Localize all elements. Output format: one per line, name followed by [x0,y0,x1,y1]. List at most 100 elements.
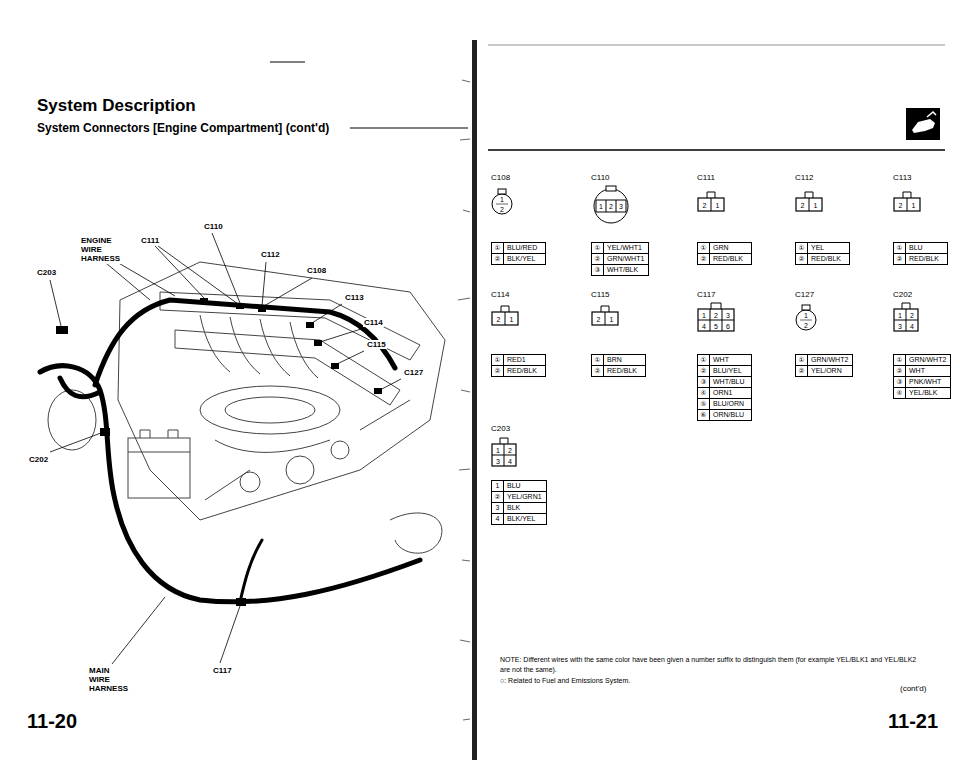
pin-number: 1 [510,315,514,322]
connector-outline-svg [491,304,519,326]
connector-outline [796,198,822,211]
connector-callout: C127 [403,368,424,377]
leader-line [220,606,240,663]
pin-number: ② [592,366,604,376]
table-row: ②RED/BLK [894,253,947,264]
connector-key [903,192,911,198]
table-row: ②BLK/YEL [492,253,545,264]
rule [350,127,468,128]
pin-number: 1 [814,201,818,208]
pin-number: 1 [492,481,504,491]
pin-number: 3 [492,503,504,513]
pin-divider [809,198,810,211]
wire-color: RED/BLK [504,366,541,376]
pin-number: 3 [898,322,902,329]
wire-color: BLU/ORN [710,399,748,409]
wire-color: BRN [604,355,626,365]
connector-callout: C111 [140,236,160,245]
wire-color: BLU/RED [504,243,541,253]
connector-name: C110 [591,173,610,182]
wire-color-table: ①GRN/WHT2②YEL/ORN [795,354,853,377]
pin-divider [492,444,516,466]
connector-name: C127 [795,290,814,299]
pin-number: ② [698,366,710,376]
pin-number: 4 [910,322,914,329]
pin-number: 1 [599,203,603,210]
wire-color: BLU [906,243,927,253]
connector-key [500,438,508,444]
connector-face: 123 [591,184,631,224]
pin-number: ① [698,355,710,365]
connector-body [200,298,208,304]
pin-number: 1 [716,201,720,208]
pin-number: 2 [801,201,805,208]
leader-line [155,246,238,304]
connector-callout: C203 [36,268,57,277]
table-row: ②RED/BLK [698,253,751,264]
pin-number: 1 [496,446,500,453]
wire-color: ORN/BLU [710,410,748,420]
leader-line [320,329,361,342]
table-row: ①RED1 [492,355,545,365]
pin-number: ① [698,243,710,253]
leader-line [337,351,364,364]
connector-callout: C113 [344,293,365,302]
icon-box [906,108,940,140]
wire-color: GRN/WHT2 [906,355,950,365]
fuel-icon [906,108,940,140]
pin-number: ① [894,243,906,253]
connector-face: 123456 [697,302,735,332]
pin-number: 2 [597,315,601,322]
harness-branch [240,540,262,602]
connector-face: 21 [491,304,519,326]
connector-body [258,306,266,312]
callout-label: MAIN WIRE HARNESS [88,666,128,694]
connector-callout: C115 [366,340,387,349]
wire-color: GRN [710,243,733,253]
engine-detail [205,400,410,500]
wire-color-table: 1BLU②YEL/GRN13BLK4BLK/YEL [491,480,547,525]
connector-name: C111 [697,173,715,182]
table-row: 3BLK [492,502,546,513]
rule [270,62,305,63]
connector-face: 1234 [491,437,517,467]
table-row: ①BLU/RED [492,243,545,253]
pin-number: ② [492,492,504,502]
note-text: ○: Related to Fuel and Emissions System. [500,676,920,686]
pin-number: ③ [592,265,604,275]
pin-number: ⑤ [698,399,710,409]
table-row: 4BLK/YEL [492,513,546,524]
table-row: ①YEL [796,243,849,253]
binding-edge [472,40,477,760]
wire-color-table: ①YEL/WHT1②GRN/WHT1③WHT/BLK [591,242,649,276]
connector-key [707,192,715,198]
pin-number: ① [492,243,504,253]
wire-color: RED1 [504,355,530,365]
wire-color: WHT [906,366,929,376]
pulley [286,456,314,484]
connector-key [902,303,910,309]
connector-face: 12 [795,302,817,332]
connector-body [314,340,322,346]
connector-outline [492,194,512,214]
table-row: 1BLU [492,481,546,491]
connector-outline [894,309,918,331]
wire-color: RED/BLK [906,254,943,264]
connector-name: C203 [491,424,510,433]
pin-number: 2 [899,201,903,208]
connector-face: 21 [893,190,921,212]
wire-color: GRN/WHT1 [604,254,648,264]
engine-illustration [48,262,445,553]
icon-shape [912,119,935,133]
pin-number: 4 [492,514,504,524]
page-title: System Description [37,96,196,116]
leader-lines [50,233,401,664]
connector-body [236,598,246,606]
pin-number: 1 [912,201,916,208]
connector-name: C115 [591,290,610,299]
pin-number: ④ [894,388,906,398]
connector-key [601,306,609,312]
note-text: NOTE: Different wires with the same colo… [500,655,920,675]
